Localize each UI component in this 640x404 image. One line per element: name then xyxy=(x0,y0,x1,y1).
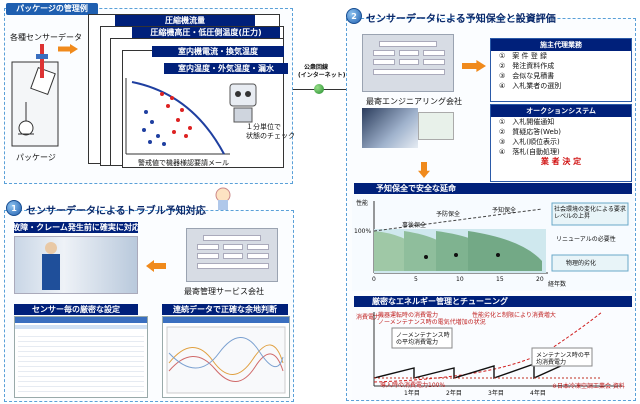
contractor-item: ③ 会似な見積書 xyxy=(499,72,555,80)
energy-legend-1b: 性能劣化と制限により消費増大 xyxy=(472,312,556,319)
contractor-item: ① 案 件 登 録 xyxy=(499,52,547,60)
energy-note-c: 導入時の消費電力100% xyxy=(380,382,446,389)
right-arrow-icon xyxy=(462,60,486,72)
sensor-scatter-graphic xyxy=(125,78,230,155)
card-title-2: 圧縮機高圧・低圧側温度(圧力) xyxy=(132,27,280,38)
contractor-header: 施主代理業務 xyxy=(491,39,631,51)
card-title-4: 室内温度・外気温度・漏水 xyxy=(164,63,288,74)
continuous-data-title: 連続データで正確な余地判断 xyxy=(162,304,288,315)
robot-icon xyxy=(229,83,257,123)
auction-item: ① 入札開催通知 xyxy=(499,118,555,126)
predict-xtick: 5 xyxy=(414,276,418,283)
energy-ylabel: 消費電力 xyxy=(356,314,381,321)
network-label-2: (インターネット) xyxy=(298,72,346,79)
contractor-box: 施主代理業務 ① 案 件 登 録 ② 発注資料作成 ③ 会似な見積書 ④ 入札業… xyxy=(490,38,632,102)
energy-chart xyxy=(352,308,634,400)
worker-photo xyxy=(14,236,138,294)
left-arrow-icon xyxy=(146,260,166,272)
section2-title: センサーデータによる予知保全と設資評価 xyxy=(366,14,556,25)
network-label-1: 公衆回線 xyxy=(304,64,329,71)
section2-number-icon: 2 xyxy=(346,8,362,24)
down-arrow-icon xyxy=(418,162,430,178)
section1-number-icon: 1 xyxy=(6,200,22,216)
package-label: パッケージ xyxy=(16,153,56,162)
contractor-item: ④ 入札業者の選別 xyxy=(499,82,562,90)
predict-label-predictive: 予知保全 xyxy=(492,207,517,214)
card-title-1: 圧縮機流量 xyxy=(115,15,255,26)
engineering-building xyxy=(362,34,454,92)
predict-y100: 100% xyxy=(354,228,372,235)
auction-item: ④ 落札(自動処理) xyxy=(499,148,560,156)
auction-item: ③ 入札(順位表示) xyxy=(499,138,560,146)
service-building xyxy=(186,228,278,282)
predict-label-after: 事後保全 xyxy=(402,222,427,229)
sensor-setting-screenshot xyxy=(14,316,148,398)
predict-title: 予知保全で安全な延命 xyxy=(354,183,632,194)
package-unit-icon xyxy=(11,44,59,147)
predict-note-mid: リニューアルの必要性 xyxy=(556,236,616,243)
energy-xtick: 4年目 xyxy=(530,390,546,397)
energy-note-b: メンテナンス時の平均消費電力 xyxy=(536,352,590,366)
energy-note-a: ノーメンテナンス時の平均消費電力 xyxy=(396,332,450,346)
laptop-photo xyxy=(362,108,418,148)
energy-title: 厳密なエネルギー管理とチューニング xyxy=(354,296,632,307)
energy-xtick: 2年目 xyxy=(446,390,462,397)
card-title-3: 室内機電流・換気温度 xyxy=(152,46,284,57)
energy-note-d: ※日本冷凍空調工業会 資料 xyxy=(552,383,625,390)
predict-label-preventive: 予防保全 xyxy=(436,211,461,218)
network-node-icon xyxy=(314,84,324,94)
predict-note-bot: 物理的劣化 xyxy=(566,260,597,267)
continuous-data-screenshot xyxy=(162,316,290,398)
predict-ylabel: 性能 xyxy=(356,200,369,207)
auction-decision: 業 者 決 定 xyxy=(540,157,582,166)
engineering-company-label: 最寄エンジニアリング会社 xyxy=(366,97,462,106)
fault-title: 故障・クレーム発生前に確実に対応 xyxy=(12,222,140,233)
hand-icon xyxy=(215,187,231,210)
sensor-setting-title: センサー毎の厳密な設定 xyxy=(14,304,138,315)
predict-chart xyxy=(352,195,634,291)
predict-note-top: 社会環境の変化による要求レベルの上昇 xyxy=(554,206,626,220)
energy-xtick: 3年目 xyxy=(488,390,504,397)
package-tag: パッケージの管理例 xyxy=(6,3,98,15)
contractor-item: ② 発注資料作成 xyxy=(499,62,555,70)
service-company-label: 最寄管理サービス会社 xyxy=(184,287,264,296)
predict-xtick: 10 xyxy=(456,276,464,283)
sensor-label: 各種センサーデータ xyxy=(10,33,82,42)
predict-xtick: 15 xyxy=(496,276,504,283)
auction-box: オークションシステム ① 入札開催通知 ② 質疑応答(Web) ③ 入札(順位表… xyxy=(490,104,632,182)
energy-xtick: 1年目 xyxy=(404,390,420,397)
predict-xtick: 20 xyxy=(536,276,544,283)
card-stack xyxy=(88,14,288,174)
energy-legend-1: 機器運転時の消費電力 xyxy=(378,312,439,319)
predict-xtick: 0 xyxy=(372,276,376,283)
energy-legend-2: ノーメンテナンス時の電気代増加の状況 xyxy=(378,319,486,326)
check-note-1: １分単位で xyxy=(246,123,281,131)
alarm-note: 警戒値で機器様認要請メール xyxy=(138,159,229,167)
sensor-arrow-icon xyxy=(58,44,78,54)
check-note-2: 状態のチェック xyxy=(246,132,295,140)
auction-header: オークションシステム xyxy=(491,105,631,117)
chart-photo xyxy=(418,112,454,140)
auction-item: ② 質疑応答(Web) xyxy=(499,128,561,136)
worker-icon xyxy=(42,242,60,290)
section1-title: センサーデータによるトラブル予知対応 xyxy=(26,206,206,217)
predict-xunit: 経年数 xyxy=(548,281,567,288)
